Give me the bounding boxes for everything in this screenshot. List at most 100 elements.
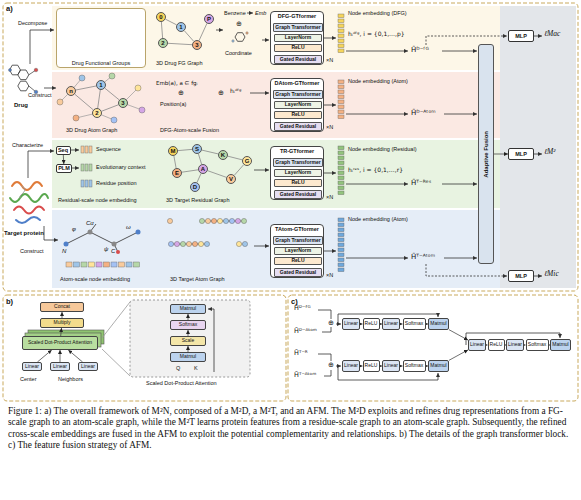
connector (174, 156, 176, 168)
text-label: hᵢᵈᶠᵍ, i = {0,1,…,p} (348, 31, 405, 38)
node-text: D (193, 184, 197, 191)
flow-arrow (324, 173, 336, 174)
flow-arrow (346, 184, 408, 185)
connector (234, 165, 243, 176)
panel-ground (52, 6, 500, 70)
transformer-block: DAtom-GTformerGraph TransformerLayerNorm… (270, 78, 324, 132)
embedding-cell (338, 146, 344, 150)
text-label: 3D Drug FG Graph (156, 60, 202, 66)
text-label: H̃ᵀ⁻ᴬᵗᵒᵐ (411, 253, 435, 261)
layer-box: Linear (22, 362, 42, 371)
node-text: ReLU (291, 258, 304, 264)
text-label: Decompose (18, 20, 47, 26)
embedding-cell (338, 95, 344, 99)
connector (449, 330, 468, 340)
layer-box: Gated Residual (274, 268, 322, 277)
text-label: ω (126, 224, 131, 231)
node-text: Concat (54, 304, 70, 310)
connector (184, 31, 193, 42)
node-text: Linear (25, 364, 39, 370)
embedding-cell (119, 262, 125, 267)
transformer-block: TAtom-GTformerGraph TransformerLayerNorm… (270, 224, 324, 278)
embedding-cell (338, 191, 344, 195)
embedding-cell (81, 262, 87, 267)
text-label: Construct (20, 248, 44, 254)
flow-arrow (324, 105, 336, 106)
connector (37, 350, 51, 362)
layer-box: Softmax (403, 360, 426, 372)
atom-dot (246, 32, 248, 34)
node-text: M (171, 148, 176, 155)
graph-node: 0 (156, 12, 166, 22)
layer-box: Multiply (40, 318, 84, 328)
connector (449, 350, 468, 360)
embedding-cell (338, 186, 344, 190)
atom-dot (9, 69, 12, 72)
graph-node: K (218, 150, 228, 160)
graph-node: D (190, 182, 200, 192)
layer-box: Linear (78, 362, 98, 371)
embedding-cell (338, 115, 344, 119)
embedding-cell (126, 262, 132, 267)
node-text: ReLU (291, 180, 304, 186)
graph-node: V (226, 174, 236, 184)
connector (166, 19, 177, 25)
atom-dot (199, 218, 204, 223)
atom-dot (73, 115, 79, 121)
backbone-figure (66, 224, 138, 252)
layer-box: LayerNorm (274, 169, 322, 177)
node-text: MLP (515, 273, 527, 279)
text-label: ⊕ (236, 20, 242, 28)
layer-box: Linear (50, 362, 70, 371)
embedding-cell (338, 34, 344, 38)
flow-arrow (250, 93, 269, 94)
atom-dot (186, 241, 191, 246)
text-label: H̃ᴰ⁻ᴬᵗᵒᵐ (294, 328, 317, 335)
flow-arrow (444, 258, 477, 259)
text-label: ×N (326, 272, 333, 278)
connector (494, 154, 508, 155)
embedding-cell (74, 262, 80, 267)
node-text: Graph Transformer (275, 238, 320, 244)
atom-dot (57, 99, 63, 105)
atom-dot (205, 218, 210, 223)
node-text: DFG-GTformer (278, 13, 317, 19)
transformer-block: TR-GTformerGraph TransformerLayerNormReL… (270, 146, 324, 200)
layer-box: Graph Transformer (273, 90, 323, 99)
node-text: Softmax (528, 342, 546, 348)
text-label: ×N (326, 124, 333, 130)
process-box: MLP (508, 30, 534, 42)
embedding-cell (338, 258, 344, 262)
text-label: ψ (104, 246, 108, 253)
layer-box: ReLU (274, 257, 322, 265)
embedding-cell (338, 268, 344, 272)
graph-node: 1 (96, 80, 106, 90)
node-text: n (69, 88, 73, 95)
embedding-cell (338, 85, 344, 89)
atom-dot (198, 241, 203, 246)
connector (102, 105, 119, 111)
embedding-cell (338, 238, 344, 242)
layer-box: ReLU (274, 44, 322, 52)
text-label: Evolutionary context (96, 164, 146, 170)
node-text: LayerNorm (285, 35, 311, 41)
layer-box: Linear (382, 318, 400, 330)
flow-arrow (534, 276, 542, 277)
flow-arrow (72, 168, 79, 169)
embedding-cell (338, 233, 344, 237)
layer-box: Graph Transformer (273, 236, 323, 245)
layer-box: Concat (40, 302, 84, 312)
protein-ribbon (14, 207, 44, 214)
ring-symbol (235, 33, 245, 42)
flow-arrow (44, 88, 56, 89)
process-box: MLP (508, 270, 534, 282)
flow-arrow (336, 324, 341, 325)
connector (199, 24, 207, 41)
protein-ribbon (10, 182, 48, 223)
embedding-cell (338, 176, 344, 180)
fusion-box: Adaptive Fusion (478, 44, 494, 264)
atom-dot (79, 75, 85, 81)
node-text: ReLU (490, 342, 503, 348)
connector (182, 170, 198, 172)
